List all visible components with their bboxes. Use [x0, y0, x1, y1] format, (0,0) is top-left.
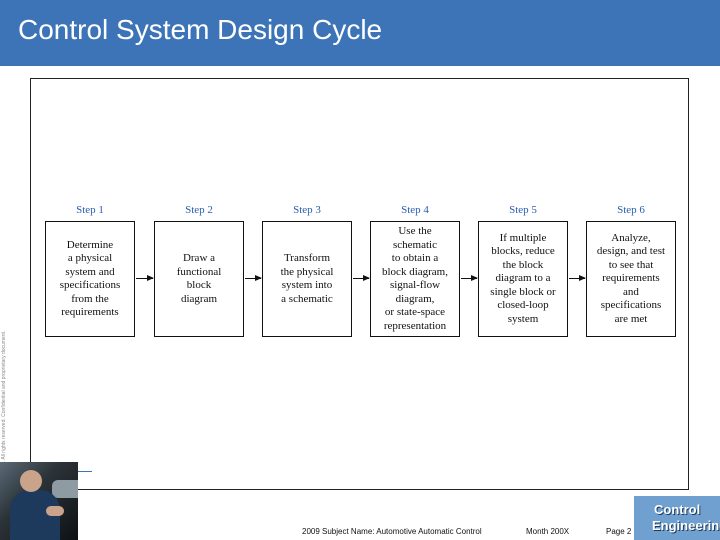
step-6-text: Analyze, design, and test to see that re… — [596, 231, 666, 325]
logo-line-2: Engineering — [652, 518, 720, 533]
step-1-text: Determine a physical system and specific… — [59, 238, 121, 319]
arrow-3-4 — [353, 275, 370, 281]
step-6-label: Step 6 — [617, 204, 645, 216]
step-3-box: Transform the physical system into a sch… — [262, 221, 352, 337]
control-engineering-logo: Control Engineering — [634, 496, 720, 540]
step-2-label: Step 2 — [185, 204, 213, 216]
step-6-box: Analyze, design, and test to see that re… — [586, 221, 676, 337]
photo-car-shape — [52, 480, 78, 498]
slide-title: Control System Design Cycle — [18, 14, 383, 45]
arrow-1-2 — [136, 275, 154, 281]
footer-page: Page 2 — [606, 527, 632, 536]
step-2-box: Draw a functional block diagram — [154, 221, 244, 337]
logo-line-1: Control — [654, 502, 701, 517]
step-1-label: Step 1 — [76, 204, 104, 216]
arrow-4-5 — [461, 275, 478, 281]
step-4-label: Step 4 — [401, 204, 429, 216]
step-2-text: Draw a functional block diagram — [176, 252, 222, 305]
photo-person-head — [20, 470, 42, 492]
photo-person-hand — [46, 506, 64, 516]
figure-frame — [30, 78, 689, 490]
footer-rule — [78, 471, 92, 472]
title-bar: Control System Design Cycle — [0, 0, 720, 66]
footer-date: Month 200X — [526, 527, 570, 536]
step-1-box: Determine a physical system and specific… — [45, 221, 135, 337]
engineer-photo — [0, 462, 78, 540]
step-5-box: If multiple blocks, reduce the block dia… — [478, 221, 568, 337]
step-5-text: If multiple blocks, reduce the block dia… — [490, 231, 556, 325]
arrow-5-6 — [569, 275, 586, 281]
step-4-box: Use the schematic to obtain a block diag… — [370, 221, 460, 337]
arrow-2-3 — [245, 275, 262, 281]
footer-course: 2009 Subject Name: Automotive Automatic … — [302, 527, 482, 536]
step-4-text: Use the schematic to obtain a block diag… — [382, 225, 448, 332]
step-5-label: Step 5 — [509, 204, 537, 216]
step-3-text: Transform the physical system into a sch… — [280, 252, 334, 305]
step-3-label: Step 3 — [293, 204, 321, 216]
